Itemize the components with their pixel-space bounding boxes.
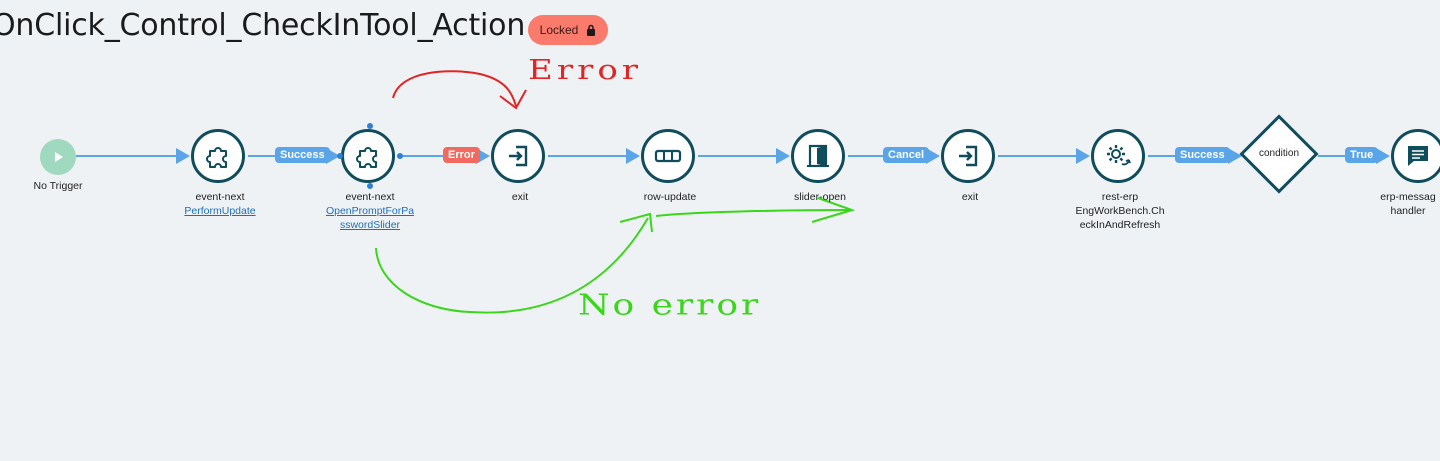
- erp-message-handler-label: erp-messag handler: [1363, 190, 1440, 218]
- perform-update-link[interactable]: PerformUpdate: [184, 205, 256, 217]
- edge-success-pill-2[interactable]: Success: [1175, 147, 1230, 163]
- node-handle-left[interactable]: [337, 153, 343, 159]
- error-annotation-text: Error: [528, 54, 643, 86]
- open-prompt-link-line2[interactable]: sswordSlider: [339, 219, 401, 231]
- event-next-label-1: event-next PerformUpdate: [165, 190, 275, 218]
- exit-label-1: exit: [511, 191, 529, 203]
- node-handle-bottom[interactable]: [367, 183, 373, 189]
- exit-label-2: exit: [961, 191, 979, 203]
- node-type-text: event-next: [345, 191, 395, 203]
- message-icon: [1408, 146, 1428, 166]
- node-handle-top[interactable]: [367, 123, 373, 129]
- puzzle-icon: [206, 147, 227, 168]
- exit-icon: [509, 145, 528, 167]
- red-annotation-arrow: [392, 70, 517, 107]
- node-type-text: event-next: [195, 191, 245, 203]
- node-type-text: rest-erp: [1101, 191, 1139, 203]
- page-title: OnClick_Control_CheckInTool_Action: [0, 8, 526, 43]
- locked-status-badge[interactable]: Locked: [528, 15, 608, 45]
- green-annotation-arrowhead-1: [619, 212, 653, 233]
- edge-success-pill-1[interactable]: Success: [275, 147, 330, 163]
- trigger-node[interactable]: [40, 139, 76, 175]
- no-error-annotation-text: No error: [578, 289, 762, 322]
- node-type-line1: erp-messag: [1380, 191, 1436, 203]
- rest-erp-label: rest-erp EngWorkBench.Ch eckInAndRefresh: [1065, 190, 1175, 232]
- green-annotation-line: [655, 209, 853, 217]
- locked-label: Locked: [539, 23, 579, 37]
- event-next-label-2: event-next OpenPromptForPa sswordSlider: [315, 190, 425, 232]
- node-handle-right[interactable]: [397, 153, 403, 159]
- event-next-node-2[interactable]: [341, 129, 395, 183]
- door-icon: [807, 144, 829, 168]
- node-type-line2: handler: [1390, 205, 1426, 217]
- edge-cancel-pill[interactable]: Cancel: [883, 147, 930, 163]
- exit-node-1[interactable]: [491, 129, 545, 183]
- play-icon: [55, 152, 63, 162]
- row-update-label: row-update: [643, 191, 697, 203]
- slider-open-label: slider-open: [794, 191, 846, 203]
- gear-sync-icon: [1107, 145, 1131, 166]
- open-prompt-link-line1[interactable]: OpenPromptForPa: [325, 205, 415, 217]
- slider-open-node[interactable]: [791, 129, 845, 183]
- puzzle-icon: [356, 147, 377, 168]
- condition-label: condition: [1258, 148, 1300, 159]
- trigger-label: No Trigger: [33, 180, 83, 192]
- edge-error-pill[interactable]: Error: [443, 147, 480, 163]
- exit-icon: [959, 145, 978, 167]
- erp-message-handler-node[interactable]: [1391, 129, 1440, 183]
- lock-icon: [587, 24, 596, 36]
- edge-true-pill[interactable]: True: [1345, 147, 1379, 163]
- rest-erp-detail-line1: EngWorkBench.Ch: [1075, 205, 1165, 217]
- green-annotation-curve: [375, 217, 649, 314]
- rest-erp-detail-line2: eckInAndRefresh: [1079, 219, 1161, 231]
- red-annotation-arrowhead: [499, 89, 527, 110]
- rest-erp-node[interactable]: [1091, 129, 1145, 183]
- event-next-node-1[interactable]: [191, 129, 245, 183]
- green-annotation-arrowhead-2: [811, 197, 856, 223]
- row-icon: [654, 149, 682, 163]
- row-update-node[interactable]: [641, 129, 695, 183]
- exit-node-2[interactable]: [941, 129, 995, 183]
